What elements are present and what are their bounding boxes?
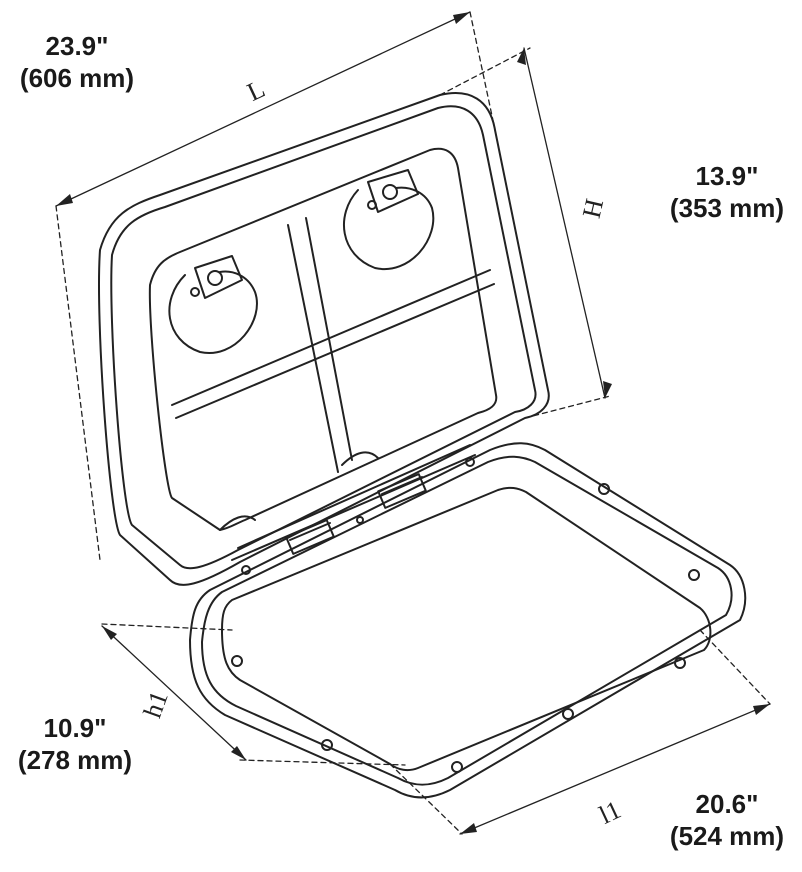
latch-handle-right <box>343 169 435 271</box>
inner-length-label: 20.6" (524 mm) <box>652 788 802 852</box>
dimension-lines <box>55 11 771 835</box>
frame-outer <box>189 442 747 799</box>
inner-height-label: 10.9" (278 mm) <box>0 712 150 776</box>
lid-divider-horizontal-edge <box>175 283 495 419</box>
lid-divider-horizontal <box>171 269 491 406</box>
height-label: 13.9" (353 mm) <box>652 160 802 224</box>
dim-line-inner-length <box>459 703 771 835</box>
lid-inner-rim <box>110 105 537 570</box>
dim-line-inner-height <box>101 625 247 761</box>
inner-height-inches: 10.9" <box>43 713 107 743</box>
dim-line-height <box>523 47 606 399</box>
lid-outer-frame <box>98 92 550 586</box>
hinge-left <box>231 444 476 561</box>
hatch-lid <box>98 92 550 586</box>
hinge-leaf-left <box>285 519 335 555</box>
lid-compartment-notch-left <box>219 515 256 531</box>
lid-divider-vertical <box>287 224 339 473</box>
symbol-inner-length: l1 <box>595 795 626 830</box>
symbol-length: L <box>243 74 270 107</box>
latch-handle-left <box>168 255 258 355</box>
inner-length-mm: (524 mm) <box>669 821 785 851</box>
inner-height-mm: (278 mm) <box>17 745 133 775</box>
height-mm: (353 mm) <box>669 193 785 223</box>
lid-compartment-notch-right <box>341 451 379 466</box>
frame-mid-rim <box>201 455 733 786</box>
symbol-height: H <box>577 196 610 221</box>
hatch-frame <box>189 442 747 799</box>
length-inches: 23.9" <box>45 31 109 61</box>
height-inches: 13.9" <box>695 161 759 191</box>
hinge-leaf-right <box>377 473 427 509</box>
length-label: 23.9" (606 mm) <box>2 30 152 94</box>
dim-line-length <box>55 11 471 207</box>
lid-compartment <box>148 147 498 531</box>
hinges <box>231 444 476 575</box>
length-mm: (606 mm) <box>19 63 135 93</box>
inner-length-inches: 20.6" <box>695 789 759 819</box>
frame-opening <box>221 486 712 772</box>
